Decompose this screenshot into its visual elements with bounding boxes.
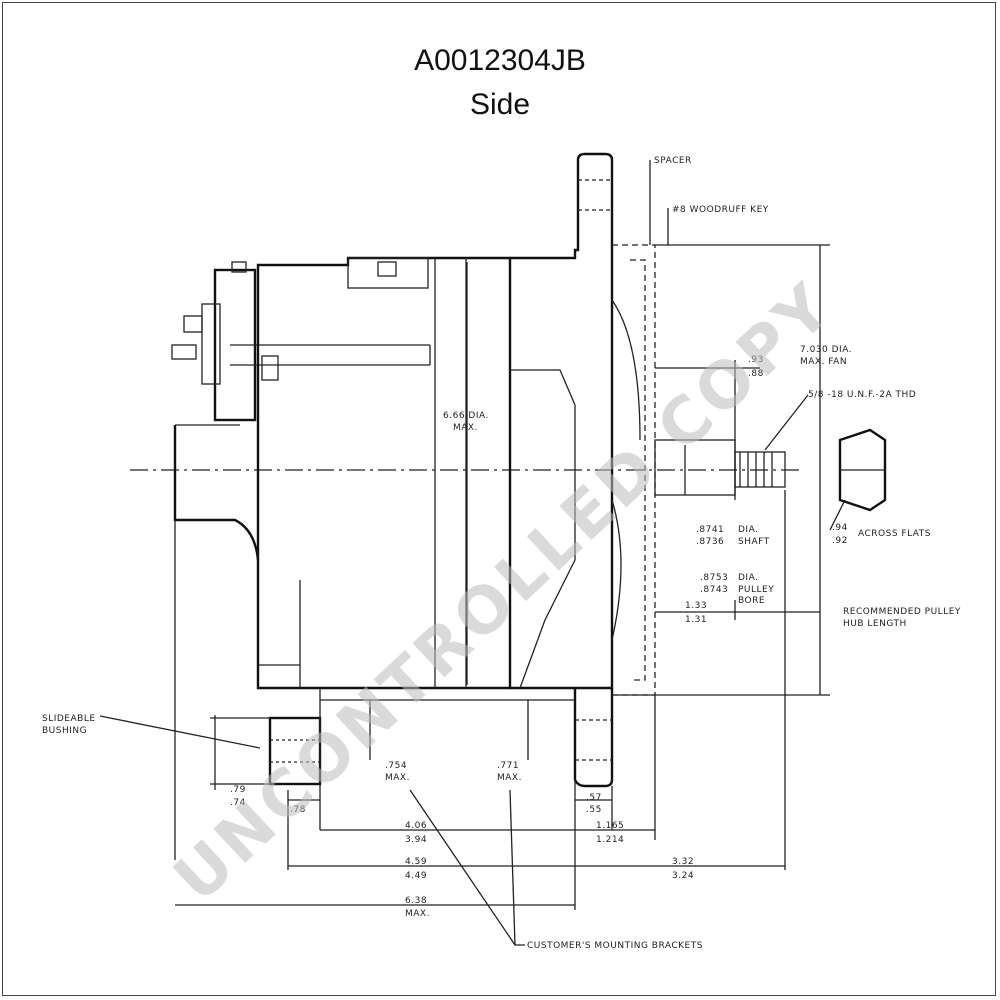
shaft-label: SHAFT	[738, 537, 770, 547]
hub-length-upper: 1.33	[685, 601, 707, 611]
dim-88: .88	[748, 369, 764, 379]
dim-406: 4.06	[405, 821, 427, 831]
fan-dia-label: 7.030 DIA.	[800, 345, 852, 355]
pulley-label: PULLEY	[738, 585, 774, 595]
dim-332: 3.32	[672, 857, 694, 867]
fan-max-label: MAX. FAN	[800, 357, 847, 367]
dim-771: .771	[497, 761, 519, 771]
dim-74: .74	[230, 798, 246, 808]
dimension-lines	[99, 160, 846, 946]
dim-324: 3.24	[672, 871, 694, 881]
dim-1165: 1.165	[596, 821, 624, 831]
dim-78: .78	[290, 805, 306, 815]
dim-754-max: MAX.	[385, 773, 410, 783]
shaft-nut	[838, 428, 887, 512]
woodruff-key-label: #8 WOODRUFF KEY	[672, 205, 769, 215]
dim-459: 4.59	[405, 857, 427, 867]
housing-dia-label: 6.66 DIA.	[443, 411, 489, 421]
hub-label-2: HUB LENGTH	[843, 619, 907, 629]
part-number-title: A0012304JB	[414, 44, 586, 77]
shaft-dia-label: DIA.	[738, 525, 758, 535]
pulley-bore-upper: .8753	[700, 573, 728, 583]
view-subtitle: Side	[469, 88, 531, 121]
main-housing	[256, 256, 512, 690]
dim-771-max: MAX.	[497, 773, 522, 783]
front-housing	[319, 152, 614, 788]
dim-93: .93	[748, 355, 764, 365]
dim-638-max: MAX.	[405, 909, 430, 919]
across-flats-lower: .92	[832, 536, 848, 546]
across-flats-label: ACROSS FLATS	[858, 529, 931, 539]
dim-638: 6.38	[405, 896, 427, 906]
shaft-lower: .8736	[696, 537, 724, 547]
bushing-label-2: BUSHING	[42, 726, 87, 736]
bushing-label-1: SLIDEABLE	[42, 714, 96, 724]
rear-terminal-assembly	[171, 261, 431, 422]
dim-55: .55	[586, 805, 602, 815]
dim-449: 4.49	[405, 871, 427, 881]
shaft-upper: .8741	[696, 525, 724, 535]
across-flats-upper: .94	[832, 523, 848, 533]
hub-length-lower: 1.31	[685, 615, 707, 625]
bore-label: BORE	[738, 596, 765, 606]
dim-1214: 1.214	[596, 835, 624, 845]
dimension-labels: SPACER #8 WOODRUFF KEY 7.030 DIA. MAX. F…	[42, 156, 961, 951]
dim-79: .79	[230, 785, 246, 795]
dim-57: .57	[586, 793, 602, 803]
shaft	[654, 439, 786, 496]
brackets-label: CUSTOMER'S MOUNTING BRACKETS	[527, 941, 703, 951]
pulley-bore-lower: .8743	[700, 585, 728, 595]
pulley-dia-label: DIA.	[738, 573, 758, 583]
thread-label: 5/8 -18 U.N.F.-2A THD	[808, 390, 916, 400]
dim-754: .754	[385, 761, 407, 771]
hub-label-1: RECOMMENDED PULLEY	[843, 607, 961, 617]
dim-394: 3.94	[405, 835, 427, 845]
housing-max-label: MAX.	[453, 423, 478, 433]
spacer-label: SPACER	[654, 156, 692, 166]
